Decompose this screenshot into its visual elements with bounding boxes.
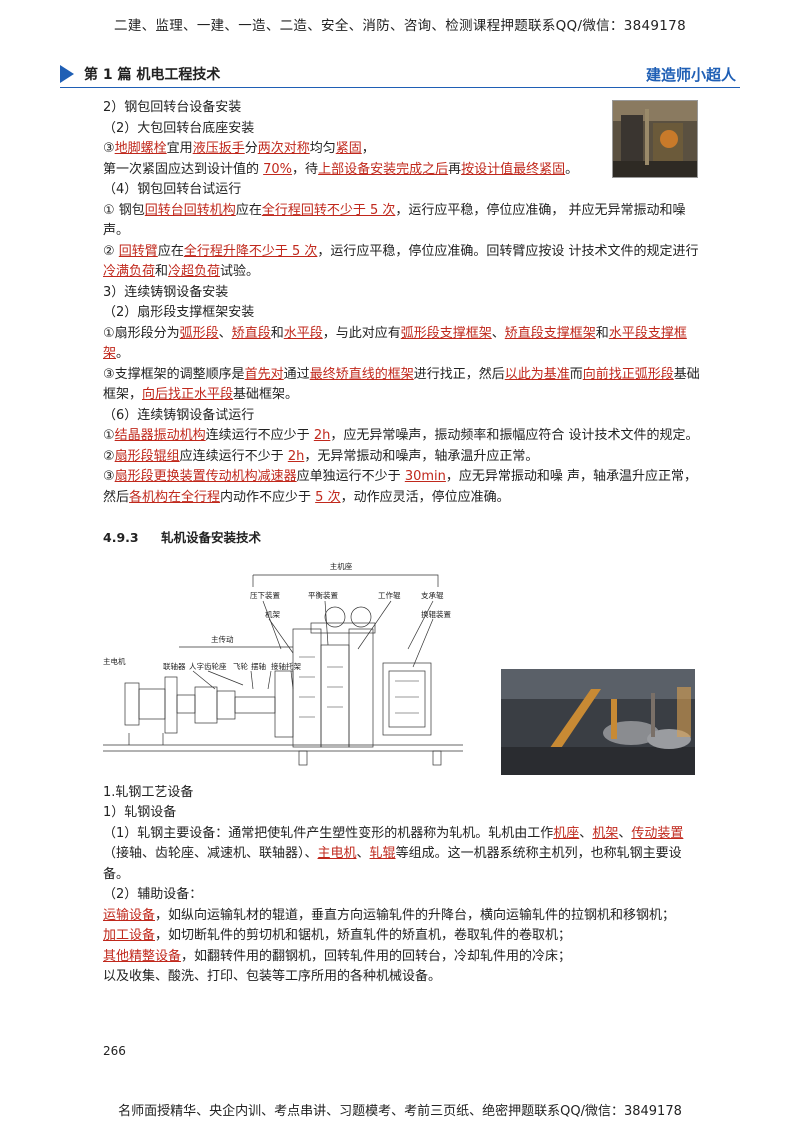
para-rotation-mechanism: ① 钢包回转台回转机构应在全行程回转不少于 5 次，运行应平稳，停位应准确， 并… xyxy=(103,202,686,239)
para-segment-types: ①扇形段分为弧形段、矫直段和水平段，与此对应有弧形段支撑框架、矫直段支撑框架和水… xyxy=(103,325,687,362)
para-segment-changer: ③扇形段更换装置传动机构减速器应单独运行不少于 30min，应无异常振动和噪 声… xyxy=(103,469,698,505)
label-crank-shaft: 摆轴 xyxy=(251,661,266,671)
page-number: 266 xyxy=(103,1044,126,1058)
heading-segment-frame: （2）扇形段支撑框架安装 xyxy=(103,305,255,320)
heading-rolling-equipment: 1.轧钢工艺设备 xyxy=(103,784,194,800)
label-support-roll: 支承辊 xyxy=(421,590,444,600)
para-adjust-order: ③支撑框架的调整顺序是首先对通过最终矫直线的框架进行找正，然后以此为基准而向前找… xyxy=(103,366,700,403)
label-press-device: 压下装置 xyxy=(250,590,280,600)
figure-row: 主机座 压下装置 平衡装置 工作辊 支承辊 机架 换辊装置 主传动 主电机 联轴… xyxy=(103,557,701,781)
ladle-turret-photo xyxy=(612,100,698,178)
label-mill-frame: 机架 xyxy=(265,609,280,619)
rolling-mill-diagram: 主机座 压下装置 平衡装置 工作辊 支承辊 机架 换辊装置 主传动 主电机 联轴… xyxy=(103,561,463,765)
para-first-tightening: 第一次紧固应达到设计值的 70%，待上部设备安装完成之后再按设计值最终紧固。 xyxy=(103,161,579,177)
para-transport: 运输设备，如纵向运输轧材的辊道，垂直方向运输轧件的升降台，横向运输轧件的拉钢机和… xyxy=(103,907,676,923)
para-rotary-arm: ② 回转臂应在全行程升降不少于 5 次，运行应平稳，停位应准确。回转臂应按设 计… xyxy=(103,243,699,280)
label-main-drive: 主传动 xyxy=(211,634,234,644)
label-main-frame: 主机座 xyxy=(330,561,353,571)
bottom-contact-banner: 名师面授精华、央企内训、考点串讲、习题模考、考前三页纸、绝密押题联系QQ/微信：… xyxy=(118,1104,682,1119)
para-mold-oscillation: ①结晶器振动机构连续运行不应少于 2h，应无异常噪声，振动频率和振幅应符合 设计… xyxy=(103,428,699,443)
label-work-roll: 工作辊 xyxy=(378,590,401,600)
para-anchor-bolts: ③地脚螺栓宜用液压扳手分两次对称均匀紧固， xyxy=(103,141,375,156)
heading-turret-base: （2）大包回转台底座安装 xyxy=(103,120,255,136)
para-finishing: 其他精整设备，如翻转件用的翻钢机，回转轧件用的回转台，冷却轧件用的冷床； xyxy=(103,948,572,964)
para-others: 以及收集、酸洗、打印、包装等工序所用的各种机械设备。 xyxy=(103,969,442,984)
heading-auxiliary: （2）辅助设备： xyxy=(103,887,203,902)
page-content: 2）钢包回转台设备安装 （2）大包回转台底座安装 ③地脚螺栓宜用液压扳手分两次对… xyxy=(103,98,701,988)
label-main-motor: 主电机 xyxy=(103,656,126,666)
label-gear-seat: 人字齿轮座 xyxy=(189,661,227,671)
heading-ladle-turret: 2）钢包回转台设备安装 xyxy=(103,100,242,115)
label-flywheel: 飞轮 xyxy=(233,661,248,671)
para-processing: 加工设备，如切断轧件的剪切机和锯机，矫直轧件的矫直机，卷取轧件的卷取机； xyxy=(103,928,572,943)
header-triangle-icon xyxy=(60,65,74,83)
heading-rolling-mill: 1）轧钢设备 xyxy=(103,805,177,820)
heading-continuous-casting: 3）连续铸钢设备安装 xyxy=(103,284,229,300)
para-main-equipment: （1）轧钢主要设备：通常把使轧件产生塑性变形的机器称为轧机。轧机由工作机座、机架… xyxy=(103,825,684,882)
chapter-title: 第 1 篇 机电工程技术 xyxy=(84,67,221,83)
label-spindle-carrier: 接轴托架 xyxy=(271,661,301,671)
top-contact-banner: 二建、监理、一建、一造、二造、安全、消防、咨询、检测课程押题联系QQ/微信：38… xyxy=(114,18,686,34)
header-rule xyxy=(60,87,740,88)
label-roll-change: 换辊装置 xyxy=(421,609,451,619)
para-segment-rolls: ②扇形段辊组应连续运行不少于 2h，无异常振动和噪声，轴承温升应正常。 xyxy=(103,448,539,464)
heading-turret-trial: （4）钢包回转台试运行 xyxy=(103,182,242,197)
brand-name: 建造师小超人 xyxy=(645,66,736,84)
page-header: 第 1 篇 机电工程技术 建造师小超人 xyxy=(60,62,740,88)
label-coupling: 联轴器 xyxy=(163,661,186,671)
rolling-mill-photo xyxy=(501,668,695,775)
label-balance-device: 平衡装置 xyxy=(308,590,338,600)
heading-casting-trial: （6）连续铸钢设备试运行 xyxy=(103,407,255,423)
